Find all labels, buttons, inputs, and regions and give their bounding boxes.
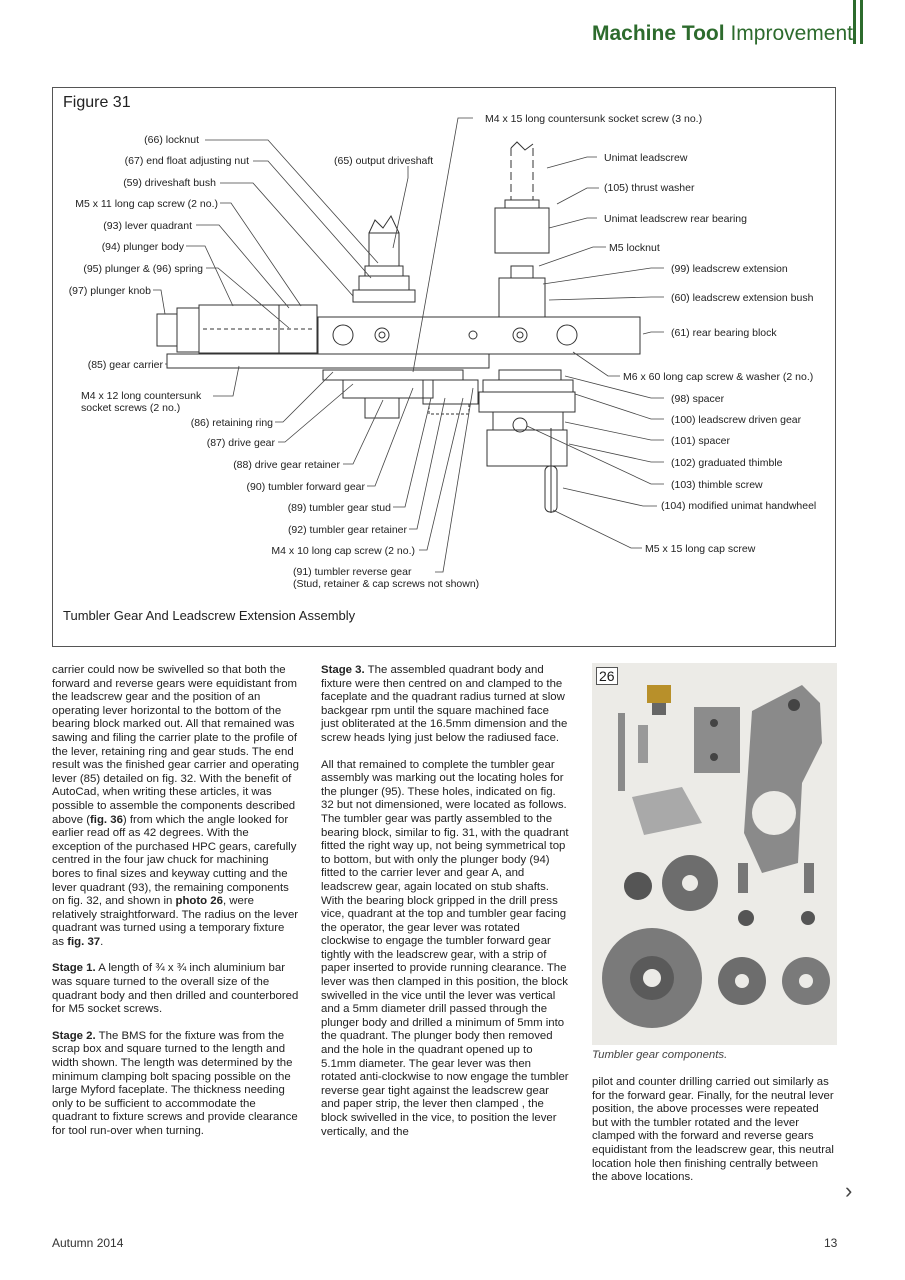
label-spacer-101: (101) spacer <box>671 435 730 447</box>
header-bold: Machine Tool <box>591 22 725 45</box>
label-thimble-screw: (103) thimble screw <box>671 479 763 491</box>
article-column-2: Stage 3. The assembled quadrant body and… <box>321 664 569 1152</box>
col1-para-1: carrier could now be swivelled so that b… <box>52 664 299 948</box>
label-lever-quadrant: (93) lever quadrant <box>103 220 192 232</box>
label-plunger-knob: (97) plunger knob <box>69 285 151 297</box>
label-m4x10-screw: M4 x 10 long cap screw (2 no.) <box>271 545 415 557</box>
label-tumbler-gear-stud: (89) tumbler gear stud <box>288 502 391 514</box>
label-drive-gear-retainer: (88) drive gear retainer <box>233 459 340 471</box>
col1-para-3: Stage 2. The BMS for the fixture was fro… <box>52 1029 298 1137</box>
label-m5x11-screw: M5 x 11 long cap screw (2 no.) <box>75 198 218 210</box>
photo-number: 26 <box>596 667 618 685</box>
label-unimat-leadscrew: Unimat leadscrew <box>604 152 688 164</box>
label-drive-gear: (87) drive gear <box>207 437 276 449</box>
label-handwheel: (104) modified unimat handwheel <box>661 500 816 512</box>
label-plunger-spring: (95) plunger & (96) spring <box>83 263 203 275</box>
photo-caption: Tumbler gear components. <box>592 1049 728 1061</box>
label-spacer-98: (98) spacer <box>671 393 725 405</box>
label-m5x15-screw: M5 x 15 long cap screw <box>645 543 756 555</box>
header-bars <box>853 0 867 44</box>
label-m4x15-screw: M4 x 15 long countersunk socket screw (3… <box>485 113 702 125</box>
label-m4x12-line2: socket screws (2 no.) <box>81 402 180 414</box>
figure-31-box: Figure 31 <box>52 87 836 647</box>
label-rear-bearing-block: (61) rear bearing block <box>671 327 777 339</box>
page-number: 13 <box>824 1236 838 1250</box>
label-retaining-ring: (86) retaining ring <box>191 417 273 429</box>
header-thin: Improvement <box>730 22 853 45</box>
article-column-1: carrier could now be swivelled so that b… <box>52 664 299 1152</box>
col1-para-2: Stage 1. A length of ¾ x ¾ inch aluminiu… <box>52 962 299 1016</box>
next-page-chevron-icon[interactable]: › <box>845 1178 853 1203</box>
label-locknut: (66) locknut <box>144 134 199 146</box>
figure-caption: Tumbler Gear And Leadscrew Extension Ass… <box>63 608 356 623</box>
label-plunger-body: (94) plunger body <box>102 241 185 253</box>
article-column-3: pilot and counter drilling carried out s… <box>592 1076 837 1198</box>
col2-para-2: All that remained to complete the tumble… <box>321 758 569 1138</box>
label-leadscrew-extension: (99) leadscrew extension <box>671 263 788 275</box>
label-graduated-thimble: (102) graduated thimble <box>671 457 783 469</box>
label-tumbler-forward-gear: (90) tumbler forward gear <box>247 481 366 493</box>
photo-26: 26 <box>592 663 837 1045</box>
label-driven-gear: (100) leadscrew driven gear <box>671 414 802 426</box>
label-thrust-washer: (105) thrust washer <box>604 182 695 194</box>
assembly-drawing: (66) locknut (67) end float adjusting nu… <box>69 113 817 590</box>
label-tumbler-gear-retainer: (92) tumbler gear retainer <box>288 524 408 536</box>
label-m4x12-line1: M4 x 12 long countersunk <box>81 390 202 402</box>
figure-label: Figure 31 <box>63 94 131 111</box>
col3-para-1: pilot and counter drilling carried out s… <box>592 1076 834 1184</box>
gear-components-photo <box>602 685 830 1028</box>
label-stud-note: (Stud, retainer & cap screws not shown) <box>293 578 479 590</box>
label-driveshaft-bush: (59) driveshaft bush <box>123 177 216 189</box>
magazine-header: Machine Tool Improvement <box>592 22 853 46</box>
label-end-float-nut: (67) end float adjusting nut <box>125 155 249 167</box>
col2-para-1: Stage 3. The assembled quadrant body and… <box>321 664 568 744</box>
label-output-driveshaft: (65) output driveshaft <box>334 155 433 167</box>
label-m6x60-screw: M6 x 60 long cap screw & washer (2 no.) <box>623 371 813 383</box>
label-tumbler-reverse-gear: (91) tumbler reverse gear <box>293 566 412 578</box>
label-rear-bearing: Unimat leadscrew rear bearing <box>604 213 747 225</box>
label-gear-carrier: (85) gear carrier <box>88 359 164 371</box>
label-extension-bush: (60) leadscrew extension bush <box>671 292 814 304</box>
label-m5-locknut: M5 locknut <box>609 242 660 254</box>
footer-issue: Autumn 2014 <box>52 1236 124 1250</box>
